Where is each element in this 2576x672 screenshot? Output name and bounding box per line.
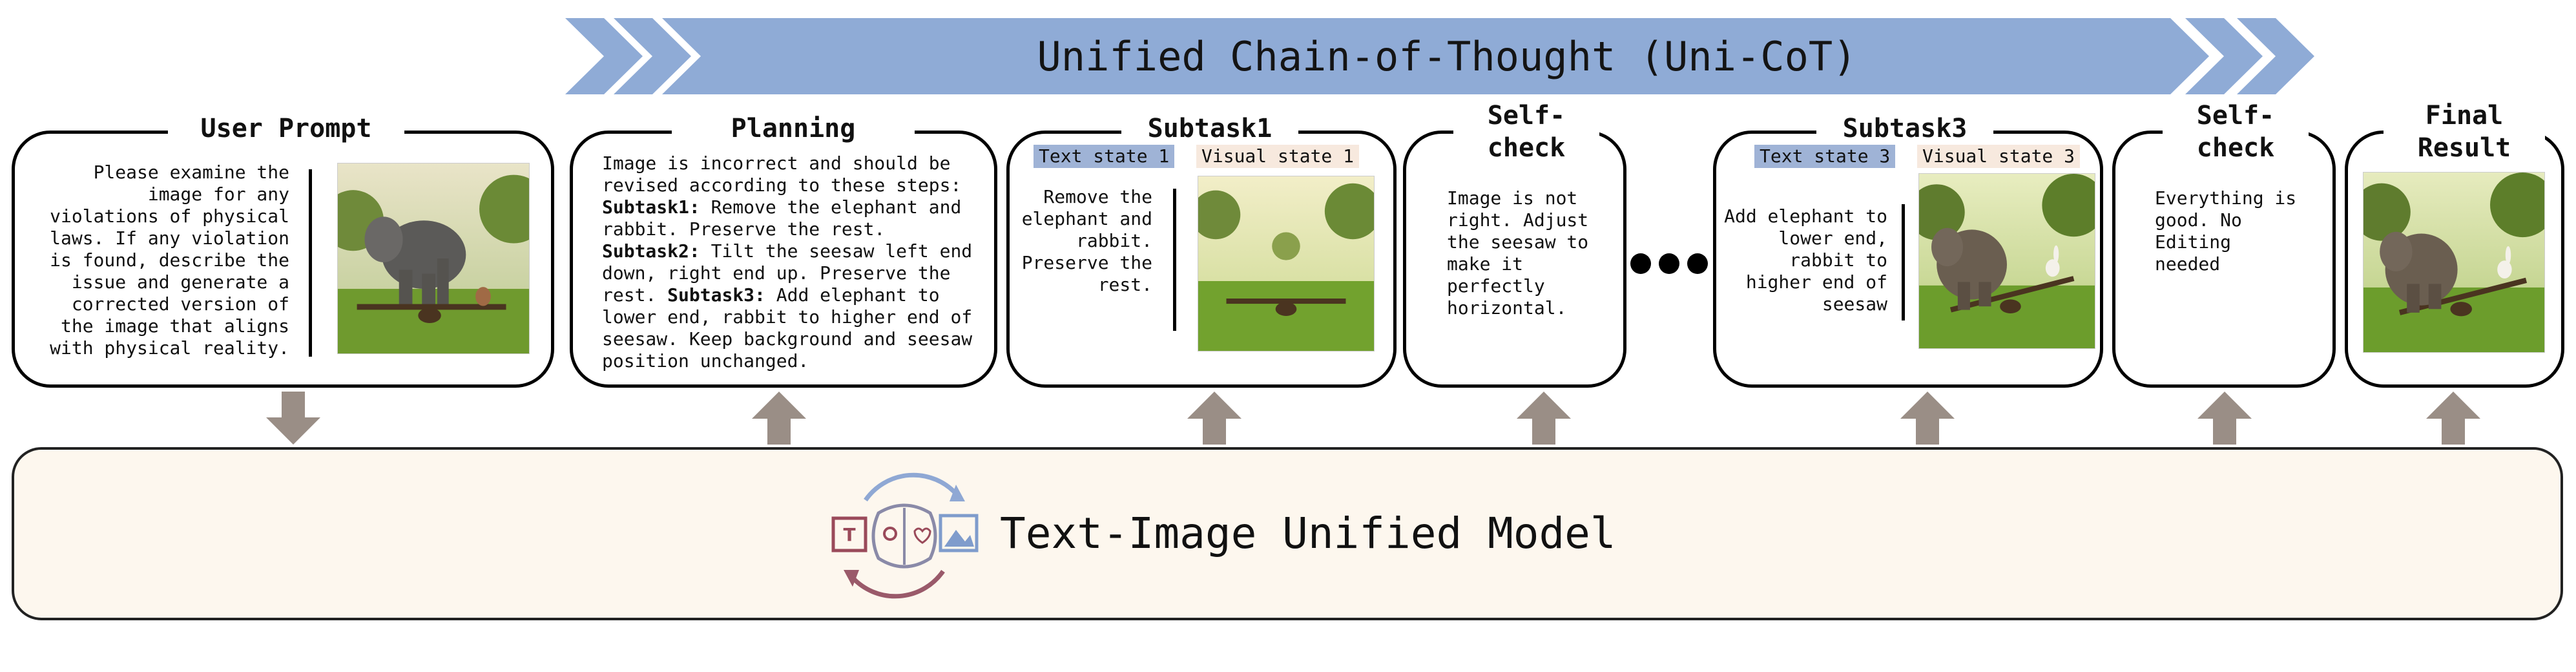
banner-main xyxy=(662,18,2209,94)
subtask3-text: Add elephant to lower end, rabbit to hig… xyxy=(1724,205,1887,315)
planning-intro: Image is incorrect and should be revised… xyxy=(602,152,962,196)
planning-card xyxy=(570,131,997,388)
subtask3-divider xyxy=(1902,204,1905,320)
banner-chevron-right-2 xyxy=(2237,18,2314,94)
planning-step3-label: Subtask3: xyxy=(667,284,765,306)
up-arrow-subtask3 xyxy=(1900,392,1955,445)
unified-model-label: Text-Image Unified Model xyxy=(1000,509,1616,558)
subtask1-title: Subtask1 xyxy=(1121,112,1298,145)
selfcheck1-title: Self- check xyxy=(1453,100,1599,164)
subtask1-visual-state-tag: Visual state 1 xyxy=(1196,145,1360,168)
elephant-seesaw-image xyxy=(337,163,530,354)
subtask3-text-state-tag: Text state 3 xyxy=(1754,145,1896,168)
selfcheck2-card xyxy=(2112,131,2336,388)
subtask3-visual-state-tag: Visual state 3 xyxy=(1917,145,2081,168)
selfcheck2-text: Everything is good. No Editing needed xyxy=(2155,187,2297,275)
subtask1-text: Remove the elephant and rabbit. Preserve… xyxy=(1021,186,1152,295)
subtask1-text-state-tag: Text state 1 xyxy=(1034,145,1175,168)
unified-model-icon: T xyxy=(831,472,979,599)
final-result-title: Final Result xyxy=(2384,100,2545,164)
subtask3-title: Subtask3 xyxy=(1816,112,1993,145)
down-arrow-prompt xyxy=(266,392,320,445)
up-arrow-selfcheck1 xyxy=(1517,392,1571,445)
user-prompt-divider xyxy=(309,169,312,357)
planning-step1-text: Remove the elephant and rabbit. Preserve… xyxy=(602,196,962,240)
selfcheck1-card xyxy=(1403,131,1626,388)
user-prompt-text: Please examine the image for any violati… xyxy=(50,162,289,359)
planning-title: Planning xyxy=(672,112,915,145)
up-arrow-subtask1 xyxy=(1187,392,1241,445)
banner-title: Unified Chain-of-Thought (Uni-CoT) xyxy=(1037,32,1857,80)
selfcheck1-text: Image is not right. Adjust the seesaw to… xyxy=(1447,187,1589,319)
banner-arrow xyxy=(565,18,2314,94)
user-prompt-title: User Prompt xyxy=(168,112,404,145)
up-arrow-selfcheck2 xyxy=(2197,392,2252,445)
corrected-seesaw-image xyxy=(1918,173,2095,349)
planning-step3-text: Add elephant to lower end, rabbit to hig… xyxy=(602,284,973,372)
planning-text: Image is incorrect and should be revised… xyxy=(602,152,977,372)
unified-model-box xyxy=(12,447,2563,620)
up-arrow-planning xyxy=(752,392,806,445)
ellipsis-dots xyxy=(1630,253,1708,274)
selfcheck2-title: Self- check xyxy=(2163,100,2309,164)
svg-text:T: T xyxy=(843,524,855,545)
subtask1-divider xyxy=(1173,189,1176,331)
planning-step2-label: Subtask2: xyxy=(602,240,700,262)
up-arrow-final xyxy=(2426,392,2480,445)
final-result-image xyxy=(2363,172,2545,353)
planning-step2-text: Tilt the seesaw left end down, right end… xyxy=(602,240,973,306)
banner-chevron-left-2 xyxy=(614,18,691,94)
banner-chevron-left-1 xyxy=(565,18,643,94)
banner-chevron-right-1 xyxy=(2185,18,2263,94)
empty-seesaw-image xyxy=(1198,176,1375,352)
planning-step1-label: Subtask1: xyxy=(602,196,700,218)
